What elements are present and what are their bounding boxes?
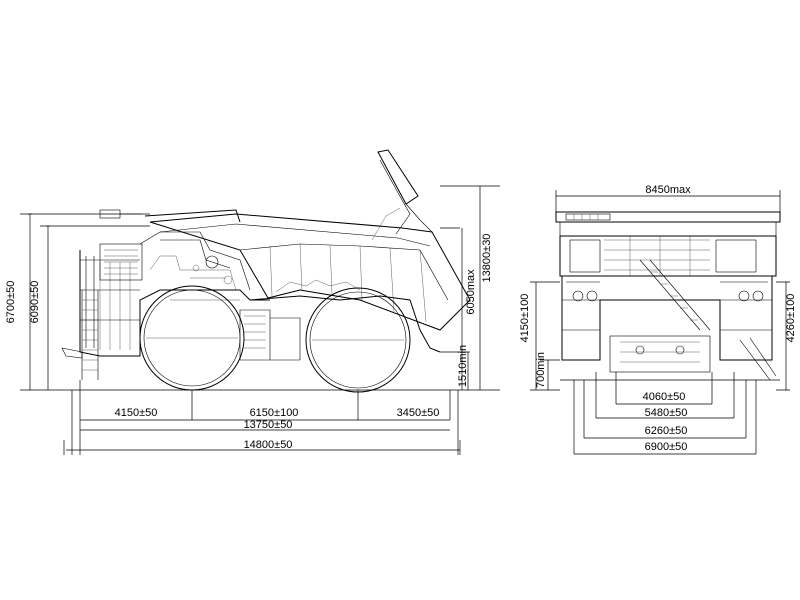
rear-wheel <box>305 287 411 393</box>
rear-view-dimensions <box>530 190 790 455</box>
dim-under-clearance: 700min <box>535 352 547 388</box>
canopy <box>555 211 781 236</box>
front-wheel <box>139 285 245 391</box>
dump-body <box>99 149 471 331</box>
dim-ground-clearance: 1510min <box>457 345 469 387</box>
dim-overall-width: 8450max <box>645 184 691 196</box>
side-view-dimensions <box>20 185 500 455</box>
dim-height-cab: 6700±50 <box>5 281 17 324</box>
rear-view-labels: 8450max 4150±100 4260±100 700min 4060±50… <box>519 184 797 453</box>
dim-width-inner: 4060±50 <box>643 391 686 403</box>
dim-height-right: 4260±100 <box>785 294 797 343</box>
dim-front-overhang: 4150±50 <box>115 407 158 419</box>
dim-body-clearance: 6050max <box>465 269 477 315</box>
dim-height-left: 4150±100 <box>519 294 531 343</box>
side-view-truck <box>61 149 471 393</box>
frame <box>61 231 441 380</box>
dim-width-3: 6260±50 <box>645 425 688 437</box>
dim-rear-overhang: 3450±50 <box>397 407 440 419</box>
dim-width-2: 5480±50 <box>645 407 688 419</box>
dim-width-outer: 6900±50 <box>645 441 688 453</box>
dim-wheelbase: 6150±100 <box>250 407 299 419</box>
dim-length-axles: 13750±50 <box>244 419 293 431</box>
dim-dump-height: 13800±30 <box>481 234 493 283</box>
rear-body <box>559 235 777 381</box>
rear-view-truck <box>555 211 781 381</box>
dim-height-body: 6090±50 <box>29 281 41 324</box>
dim-overall-length: 14800±50 <box>244 439 293 451</box>
side-view-labels: 4150±50 6150±100 3450±50 13750±50 14800±… <box>5 234 493 451</box>
